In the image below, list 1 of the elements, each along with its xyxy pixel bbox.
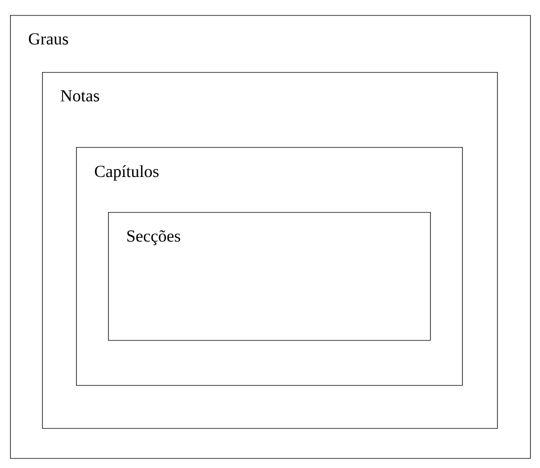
nested-box: Secções bbox=[108, 212, 431, 341]
